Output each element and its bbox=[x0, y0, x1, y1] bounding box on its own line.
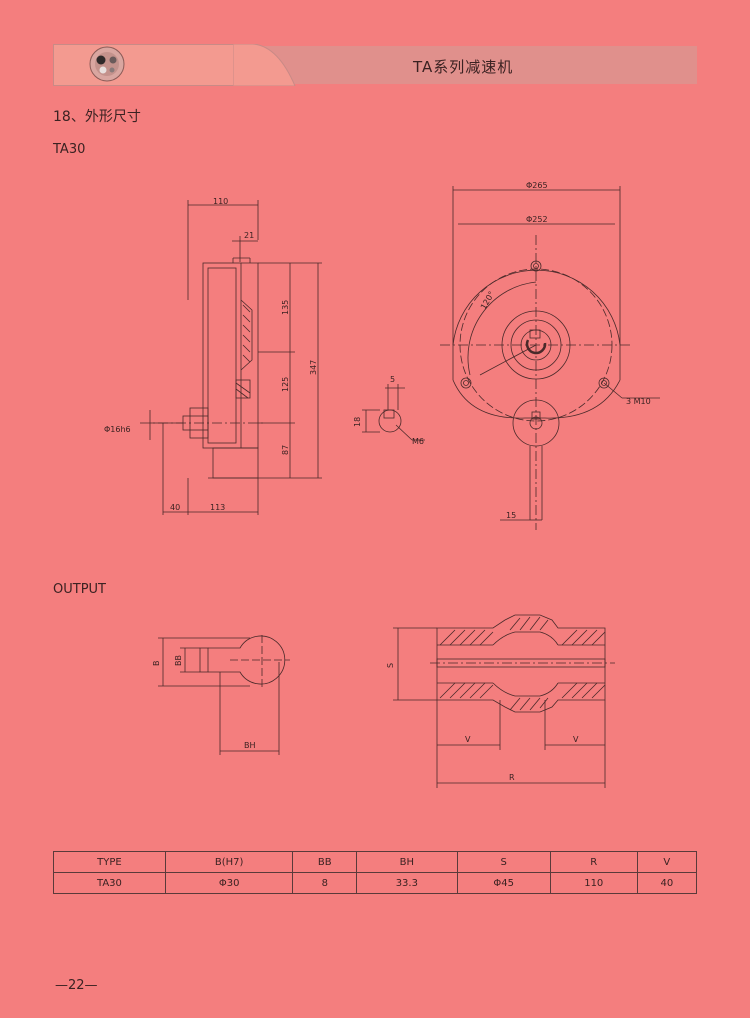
table-header-cell: R bbox=[549, 851, 638, 873]
model-label: TA30 bbox=[53, 142, 86, 157]
dim-bb: BB bbox=[174, 655, 183, 666]
gear-logo-icon bbox=[89, 46, 125, 82]
dim-v-right: V bbox=[573, 735, 579, 744]
section-title: 18、外形尺寸 bbox=[53, 109, 141, 125]
dim-18: 18 bbox=[353, 417, 362, 427]
table-header-cell: BH bbox=[356, 851, 458, 873]
output-shaft-end bbox=[158, 635, 290, 755]
table-header-cell: B(H7) bbox=[164, 851, 294, 873]
dim-pcd: Φ252 bbox=[526, 215, 548, 224]
table-header-row: TYPE B(H7) BB BH S R V bbox=[53, 851, 698, 873]
page-header: TA系列减速机 bbox=[53, 44, 697, 86]
page-number: —22— bbox=[55, 978, 98, 993]
dim-113: 113 bbox=[210, 503, 225, 512]
header-slope bbox=[233, 44, 296, 86]
dim-40: 40 bbox=[170, 503, 180, 512]
dim-87: 87 bbox=[281, 445, 290, 455]
side-view bbox=[140, 200, 322, 515]
dim-m6: M6 bbox=[412, 437, 424, 446]
output-hollow-shaft bbox=[393, 614, 615, 788]
table-cell: 8 bbox=[292, 872, 358, 894]
front-view bbox=[440, 186, 660, 530]
table-cell: Φ45 bbox=[456, 872, 551, 894]
dim-v-left: V bbox=[465, 735, 471, 744]
dim-5: 5 bbox=[390, 375, 395, 384]
dim-shaft-dia: Φ16h6 bbox=[104, 425, 131, 434]
dim-s: S bbox=[386, 663, 395, 668]
table-cell: Φ30 bbox=[164, 872, 294, 894]
table-header-cell: BB bbox=[292, 851, 358, 873]
table-cell: TA30 bbox=[53, 872, 166, 894]
dim-b: B bbox=[152, 661, 161, 667]
table-row: TA30 Φ30 8 33.3 Φ45 110 40 bbox=[53, 872, 698, 894]
dim-r: R bbox=[509, 773, 515, 782]
dim-135: 135 bbox=[281, 300, 290, 315]
dim-holes: 3 M10 bbox=[626, 397, 651, 406]
table-header-cell: S bbox=[456, 851, 551, 873]
table-cell: 40 bbox=[636, 872, 698, 894]
dim-125: 125 bbox=[281, 377, 290, 392]
output-label: OUTPUT bbox=[53, 582, 106, 597]
spec-table: TYPE B(H7) BB BH S R V TA30 Φ30 8 33.3 Φ… bbox=[53, 851, 698, 894]
dim-347: 347 bbox=[309, 360, 318, 375]
dim-15: 15 bbox=[506, 511, 516, 520]
key-detail bbox=[362, 384, 425, 441]
table-header-cell: TYPE bbox=[53, 851, 166, 873]
dim-110: 110 bbox=[213, 197, 228, 206]
table-cell: 33.3 bbox=[356, 872, 458, 894]
dim-outer-dia: Φ265 bbox=[526, 181, 548, 190]
dim-21: 21 bbox=[244, 231, 254, 240]
header-tab bbox=[53, 44, 258, 86]
table-header-cell: V bbox=[636, 851, 698, 873]
table-cell: 110 bbox=[549, 872, 638, 894]
dim-bh: BH bbox=[244, 741, 256, 750]
header-band bbox=[251, 46, 697, 84]
header-title: TA系列减速机 bbox=[413, 58, 514, 76]
